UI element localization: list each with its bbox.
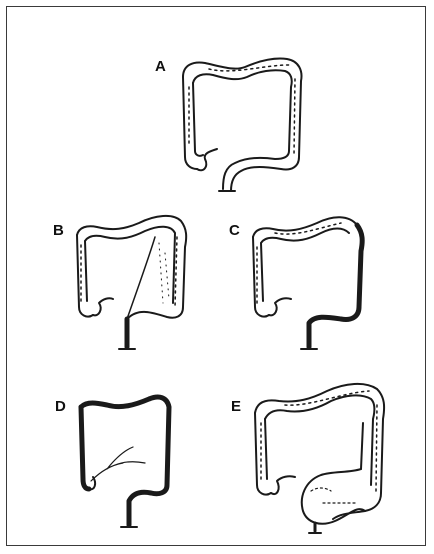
colon-total-icon <box>71 385 181 535</box>
colon-left-resection-icon <box>245 207 375 357</box>
panel-label-b: B <box>53 223 64 238</box>
colon-right-resection-icon <box>69 207 199 357</box>
panel-label-d: D <box>55 399 66 414</box>
colon-normal-icon <box>173 47 313 197</box>
colon-sigmoid-dilated-icon <box>245 373 395 539</box>
panel-label-e: E <box>231 399 241 414</box>
panel-label-c: C <box>229 223 240 238</box>
panel-label-a: A <box>155 59 166 74</box>
figure-frame: A B C <box>6 6 426 546</box>
